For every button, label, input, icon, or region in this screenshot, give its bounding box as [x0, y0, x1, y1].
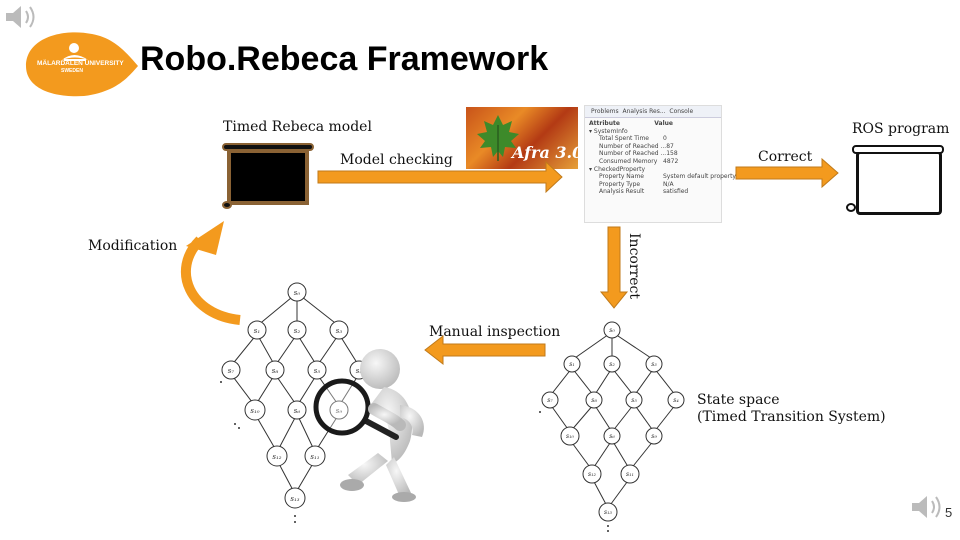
svg-text:s₁₂: s₁₂ [272, 453, 281, 461]
analysis-tabs[interactable]: Problems Analysis Res... Console [585, 106, 721, 118]
correct-label: Correct [758, 149, 813, 165]
analysis-result-panel: Problems Analysis Res... Console Attribu… [584, 105, 736, 223]
timed-rebeca-model-label: Timed Rebeca model [223, 119, 372, 135]
svg-text:s₁: s₁ [569, 361, 574, 368]
svg-text:s₅: s₅ [631, 397, 637, 404]
svg-text:s₁: s₁ [254, 327, 261, 335]
correct-arrow [735, 157, 839, 189]
analysis-header-row: Attribute Value [585, 120, 721, 128]
model-checking-arrow [317, 160, 563, 194]
svg-text:s₄: s₄ [673, 397, 679, 404]
svg-text:s₀: s₀ [294, 289, 301, 297]
afra-version: Afra 3.0 [512, 143, 584, 162]
svg-text:s₂: s₂ [609, 361, 615, 368]
ros-program-label: ROS program [852, 121, 950, 137]
incorrect-arrow [599, 226, 629, 309]
tab-console[interactable]: Console [669, 108, 694, 115]
university-logo [26, 32, 138, 97]
speaker-icon-top[interactable] [4, 2, 40, 32]
svg-text:s₇: s₇ [547, 397, 553, 404]
svg-text:s₀: s₀ [609, 327, 615, 334]
analysis-row: ▾ CheckedProperty [589, 165, 646, 173]
analysis-row: Number of Reached ...158 [599, 150, 678, 158]
svg-text:s₃: s₃ [336, 327, 343, 335]
model-checking-label: Model checking [340, 152, 453, 168]
svg-text:s₁₂: s₁₂ [588, 471, 596, 478]
svg-text:s₁₁: s₁₁ [626, 471, 634, 478]
right-state-space-graph: s₀ s₁ s₂ s₃ s₇ s₈ s₅ s₄ s₁₀ s₆ s₉ s₁₂ s₁₁ s₁₃ [539, 321, 685, 532]
speaker-icon-bottom[interactable] [910, 492, 946, 522]
analysis-row: ▾ SystemInfo [589, 127, 628, 135]
modification-arrow [180, 221, 241, 325]
afra-image: Afra 3.0 [466, 107, 583, 169]
svg-text:s₁₀: s₁₀ [250, 407, 259, 415]
analysis-row: Number of Reached ...87 [599, 142, 674, 150]
state-space-label-1: State space [697, 392, 780, 408]
logo-line2: SWEDEN [61, 68, 83, 74]
timed-rebeca-model-box [222, 143, 314, 209]
tab-problems[interactable]: Problems [591, 108, 619, 115]
svg-text:s₁₀: s₁₀ [566, 433, 574, 440]
page-number: 5 [945, 505, 953, 520]
svg-text:s₃: s₃ [651, 361, 657, 368]
logo-line1: MÄLARDALEN UNIVERSITY [37, 60, 124, 67]
maple-leaf-icon [477, 115, 519, 161]
manual-inspection-label: Manual inspection [429, 324, 561, 340]
svg-text:s₆: s₆ [294, 407, 301, 415]
magnifier-figure-icon [313, 349, 424, 502]
svg-text:s₇: s₇ [228, 367, 235, 375]
tab-analysis-result[interactable]: Analysis Res... [622, 108, 666, 115]
left-state-space-graph: s₀ s₁ s₂ s₃ s₇ s₈ s₅ s₄ s₁₀ s₆ s₉ s₁₂ s₁₁ s₁₃ [220, 282, 369, 523]
svg-text:s₄: s₄ [356, 367, 363, 375]
page-title: Robo.Rebeca Framework [140, 40, 549, 78]
svg-text:s₉: s₉ [336, 407, 343, 415]
svg-text:s₉: s₉ [651, 433, 657, 440]
svg-text:s₁₃: s₁₃ [604, 509, 612, 516]
header-value: Value [654, 120, 673, 127]
svg-text:s₁₃: s₁₃ [290, 495, 299, 503]
svg-text:s₅: s₅ [314, 367, 321, 375]
manual-inspection-arrow [424, 334, 546, 366]
state-space-label-2: (Timed Transition System) [697, 409, 886, 425]
svg-text:s₂: s₂ [294, 327, 301, 335]
header-attribute: Attribute [589, 120, 620, 127]
modification-label: Modification [88, 238, 178, 254]
svg-text:s₈: s₈ [272, 367, 279, 375]
svg-text:s₆: s₆ [609, 433, 615, 440]
svg-text:s₁₁: s₁₁ [310, 453, 319, 461]
ros-program-box [846, 145, 946, 215]
svg-text:s₈: s₈ [591, 397, 597, 404]
